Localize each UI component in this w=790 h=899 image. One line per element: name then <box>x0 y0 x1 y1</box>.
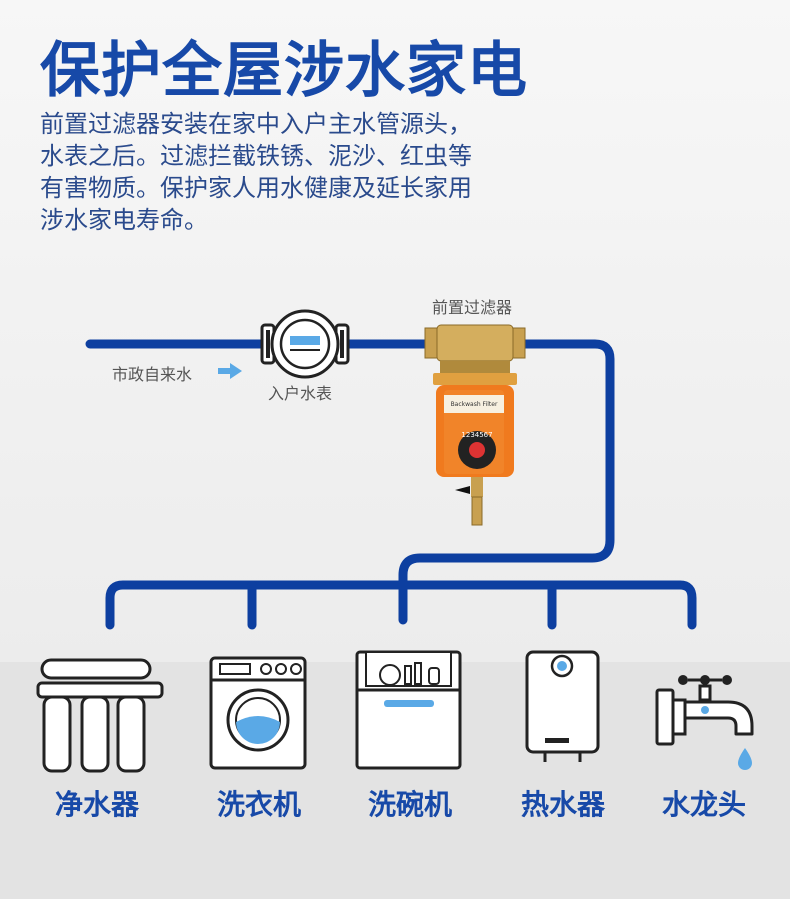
appliance-label-dishwasher: 洗碗机 <box>367 788 452 821</box>
washing-machine-icon <box>209 656 307 770</box>
water-meter-label: 入户水表 <box>268 384 333 403</box>
pipe-network <box>85 339 697 630</box>
main-pipe <box>85 339 615 625</box>
water-meter-icon <box>260 309 350 379</box>
flow-arrow-icon <box>218 363 242 379</box>
filter-brand-text: Backwash Filter <box>451 401 498 408</box>
dishwasher-icon <box>355 650 462 770</box>
appliance-label-faucet: 水龙头 <box>661 788 746 821</box>
appliance-label-water-heater: 热水器 <box>520 788 605 821</box>
faucet-icon <box>655 675 754 770</box>
page-title: 保护全屋涉水家电 <box>40 36 528 106</box>
prefilter-label: 前置过滤器 <box>432 298 513 317</box>
water-purifier-icon <box>36 658 164 773</box>
appliance-label-water-purifier: 净水器 <box>54 788 139 821</box>
prefilter-device: Backwash Filter 1234567 <box>424 324 526 526</box>
description-line-3: 有害物质。保护家人用水健康及延长家用 <box>40 174 472 202</box>
distribution-pipe <box>105 580 697 630</box>
description-line-4: 涉水家电寿命。 <box>40 206 208 234</box>
filter-dial-text: 1234567 <box>461 431 492 439</box>
municipal-water-label: 市政自来水 <box>112 365 193 384</box>
water-heater-icon <box>525 650 600 762</box>
appliance-label-washing-machine: 洗衣机 <box>216 788 301 821</box>
description-line-1: 前置过滤器安装在家中入户主水管源头， <box>40 110 472 138</box>
description-line-2: 水表之后。过滤拦截铁锈、泥沙、红虫等 <box>40 142 472 170</box>
description: 前置过滤器安装在家中入户主水管源头， 水表之后。过滤拦截铁锈、泥沙、红虫等 有害… <box>40 108 580 236</box>
